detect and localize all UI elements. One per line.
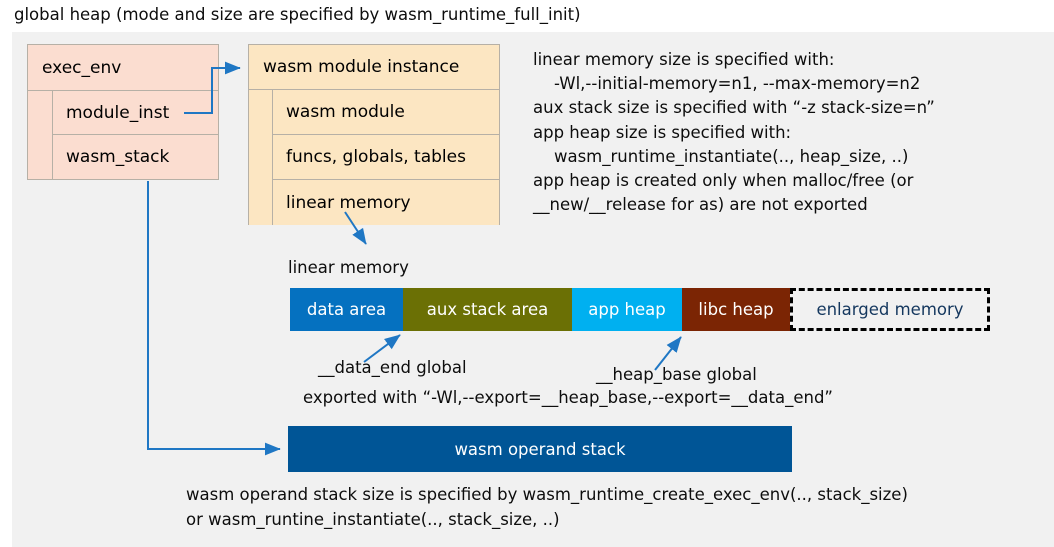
module-instance-body: wasm module funcs, globals, tables linea…	[249, 90, 499, 225]
memory-segment-data area: data area	[290, 288, 403, 331]
module-instance-gutter	[249, 90, 273, 225]
exec-env-row-module-inst: module_inst	[53, 91, 218, 135]
exec-env-box: exec_env module_inst wasm_stack	[27, 44, 219, 180]
module-instance-row-linear-memory: linear memory	[273, 180, 499, 225]
module-instance-rows: wasm module funcs, globals, tables linea…	[273, 90, 499, 225]
annotation-heap-base: __heap_base global	[596, 365, 757, 384]
linear-memory-label: linear memory	[288, 258, 409, 277]
memory-segment-app-heap: app heap	[572, 288, 682, 331]
module-instance-row-funcs-globals-tables: funcs, globals, tables	[273, 135, 499, 180]
module-instance-header: wasm module instance	[249, 45, 499, 90]
memory-segment-libc-heap: libc heap	[682, 288, 790, 331]
annotation-data-end: __data_end global	[318, 358, 467, 377]
exec-env-header: exec_env	[28, 45, 218, 91]
exec-env-gutter	[28, 91, 53, 179]
memory-segment-aux-stack-area: aux stack area	[403, 288, 572, 331]
page-title: global heap (mode and size are specified…	[14, 5, 581, 24]
module-instance-box: wasm module instance wasm module funcs, …	[248, 44, 500, 225]
description-text: linear memory size is specified with: -W…	[533, 50, 935, 215]
exec-env-body: module_inst wasm_stack	[28, 91, 218, 179]
wasm-operand-stack-bar: wasm operand stack	[288, 426, 792, 472]
memory-segment-enlarged-memory: enlarged memory	[790, 288, 990, 331]
module-instance-row-wasm-module: wasm module	[273, 90, 499, 135]
exec-env-rows: module_inst wasm_stack	[53, 91, 218, 179]
bottom-note-text: wasm operand stack size is specified by …	[186, 485, 908, 529]
exec-env-row-wasm-stack: wasm_stack	[53, 135, 218, 179]
annotation-exported-with: exported with “-Wl,--export=__heap_base,…	[303, 388, 833, 407]
